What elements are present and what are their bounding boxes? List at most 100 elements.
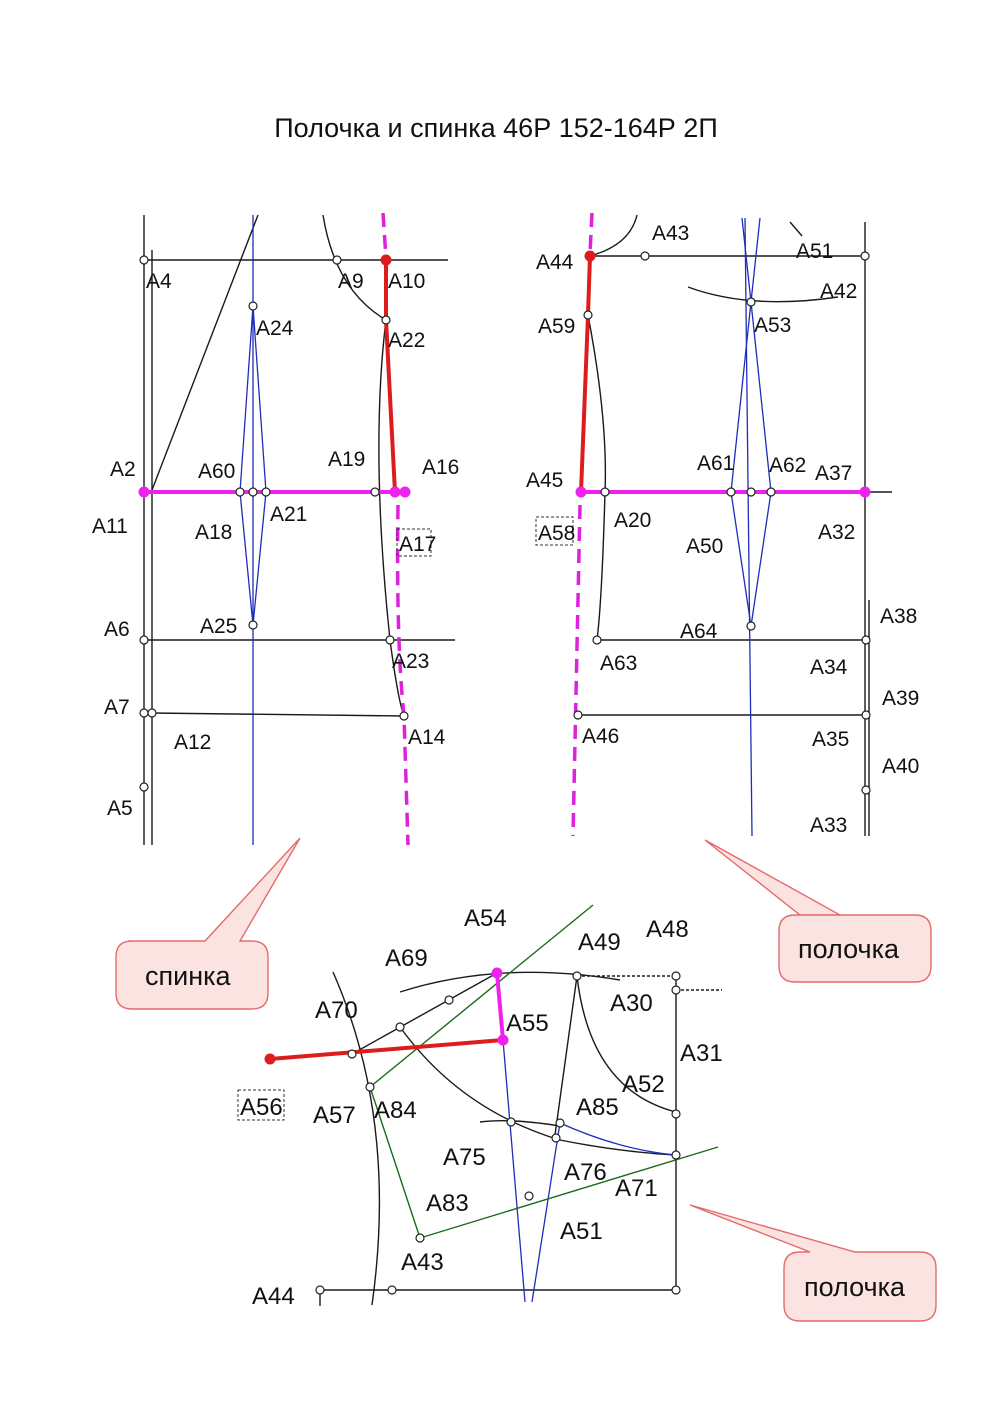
point-A6	[139, 635, 149, 645]
label-A17: A17	[399, 533, 436, 556]
point-A60	[248, 487, 258, 497]
point-A18	[235, 487, 245, 497]
point-A16a	[389, 486, 401, 498]
label-A34: A34	[810, 656, 848, 679]
point-A51b	[524, 1191, 534, 1201]
label-A49: A49	[578, 929, 621, 956]
label-A51b: A51	[560, 1218, 603, 1245]
blue-line-2	[531, 1122, 561, 1303]
label-A16: A16	[422, 456, 459, 479]
front-tick	[789, 221, 803, 237]
label-A48: A48	[646, 916, 689, 943]
back-hip-line	[149, 712, 405, 717]
front-magenta-dash-bottom	[571, 504, 582, 837]
callout-back-text: спинка	[145, 961, 232, 991]
label-A42: A42	[820, 280, 857, 303]
label-A76: A76	[564, 1159, 607, 1186]
label-A70: A70	[315, 997, 358, 1024]
point-A12	[147, 708, 157, 718]
label-A84: A84	[374, 1097, 417, 1124]
back-side-curve	[378, 319, 405, 717]
point-A62	[766, 487, 776, 497]
point-A61	[726, 487, 736, 497]
label-A71: A71	[615, 1175, 658, 1202]
red-shoulder-line	[269, 1038, 504, 1061]
shoulder-front-line	[554, 975, 578, 1136]
point-A54	[491, 967, 503, 979]
point-bottom-right	[671, 1285, 681, 1295]
front-neck-curve	[589, 214, 638, 257]
point-A46	[573, 710, 583, 720]
point-A52	[671, 1109, 681, 1119]
label-A33: A33	[810, 814, 847, 837]
front-red-side	[579, 314, 590, 493]
label-A44: A44	[536, 251, 574, 274]
back-draft: A4 A9 A10 A24 A22 A2 A60 A19 A16 A11 A18…	[92, 212, 459, 846]
point-A70	[395, 1022, 405, 1032]
point-A9	[332, 255, 342, 265]
armhole-inner-curve	[399, 1026, 677, 1156]
blue-line-1	[502, 1039, 526, 1303]
front-dart	[730, 301, 772, 627]
point-A4	[139, 255, 149, 265]
A58-box	[535, 516, 574, 546]
point-A71	[671, 1150, 681, 1160]
point-A43	[640, 251, 650, 261]
back-armhole-curve	[322, 214, 387, 321]
point-A10	[380, 254, 392, 266]
front-side-curve	[587, 314, 607, 641]
blue-curve	[559, 1122, 677, 1156]
front-red-top	[586, 255, 592, 316]
label-A4: A4	[146, 270, 172, 293]
point-A84	[365, 1082, 375, 1092]
point-A23	[385, 635, 395, 645]
callout-front-1-text: полочка	[798, 934, 900, 964]
label-A18: A18	[195, 521, 232, 544]
armhole-left-curve	[332, 971, 381, 1306]
point-A53	[746, 297, 756, 307]
point-A85	[555, 1118, 565, 1128]
label-A21: A21	[270, 503, 307, 526]
point-A56	[264, 1053, 276, 1065]
label-A63: A63	[600, 652, 637, 675]
label-A83: A83	[426, 1190, 469, 1217]
green-line-1	[369, 904, 594, 1088]
label-A12: A12	[174, 731, 211, 754]
magenta-shoulder-line	[495, 972, 505, 1041]
point-A24	[248, 301, 258, 311]
back-red-side	[384, 319, 397, 493]
neck-curve-right	[576, 975, 677, 1113]
point-A43b	[387, 1285, 397, 1295]
label-A51: A51	[796, 240, 833, 263]
top-arc	[399, 971, 621, 993]
label-A37: A37	[815, 462, 852, 485]
point-A69	[444, 995, 454, 1005]
front-dart-axis	[744, 217, 753, 837]
point-A63	[592, 635, 602, 645]
label-A44b: A44	[252, 1283, 295, 1310]
label-A59: A59	[538, 315, 575, 338]
label-A54: A54	[464, 905, 507, 932]
label-A19: A19	[328, 448, 365, 471]
label-A9: A9	[338, 270, 364, 293]
label-A55: A55	[506, 1010, 549, 1037]
label-A61: A61	[697, 452, 734, 475]
label-A53: A53	[754, 314, 791, 337]
callout-front-2: полочка	[689, 1204, 937, 1322]
front-draft: A43 A51 A44 A42 A59 A53 A45 A61 A62 A37 …	[526, 212, 919, 837]
point-A45	[575, 486, 587, 498]
label-A39: A39	[882, 687, 919, 710]
label-A62: A62	[769, 454, 806, 477]
label-A69: A69	[385, 945, 428, 972]
A17-box	[396, 528, 432, 557]
label-A43: A43	[652, 222, 689, 245]
point-A76	[551, 1133, 561, 1143]
point-A34	[861, 635, 871, 645]
point-A33	[861, 785, 871, 795]
point-A14	[399, 711, 409, 721]
point-A48	[671, 971, 681, 981]
label-A50: A50	[686, 535, 723, 558]
label-A24: A24	[256, 317, 294, 340]
point-A57	[347, 1049, 357, 1059]
